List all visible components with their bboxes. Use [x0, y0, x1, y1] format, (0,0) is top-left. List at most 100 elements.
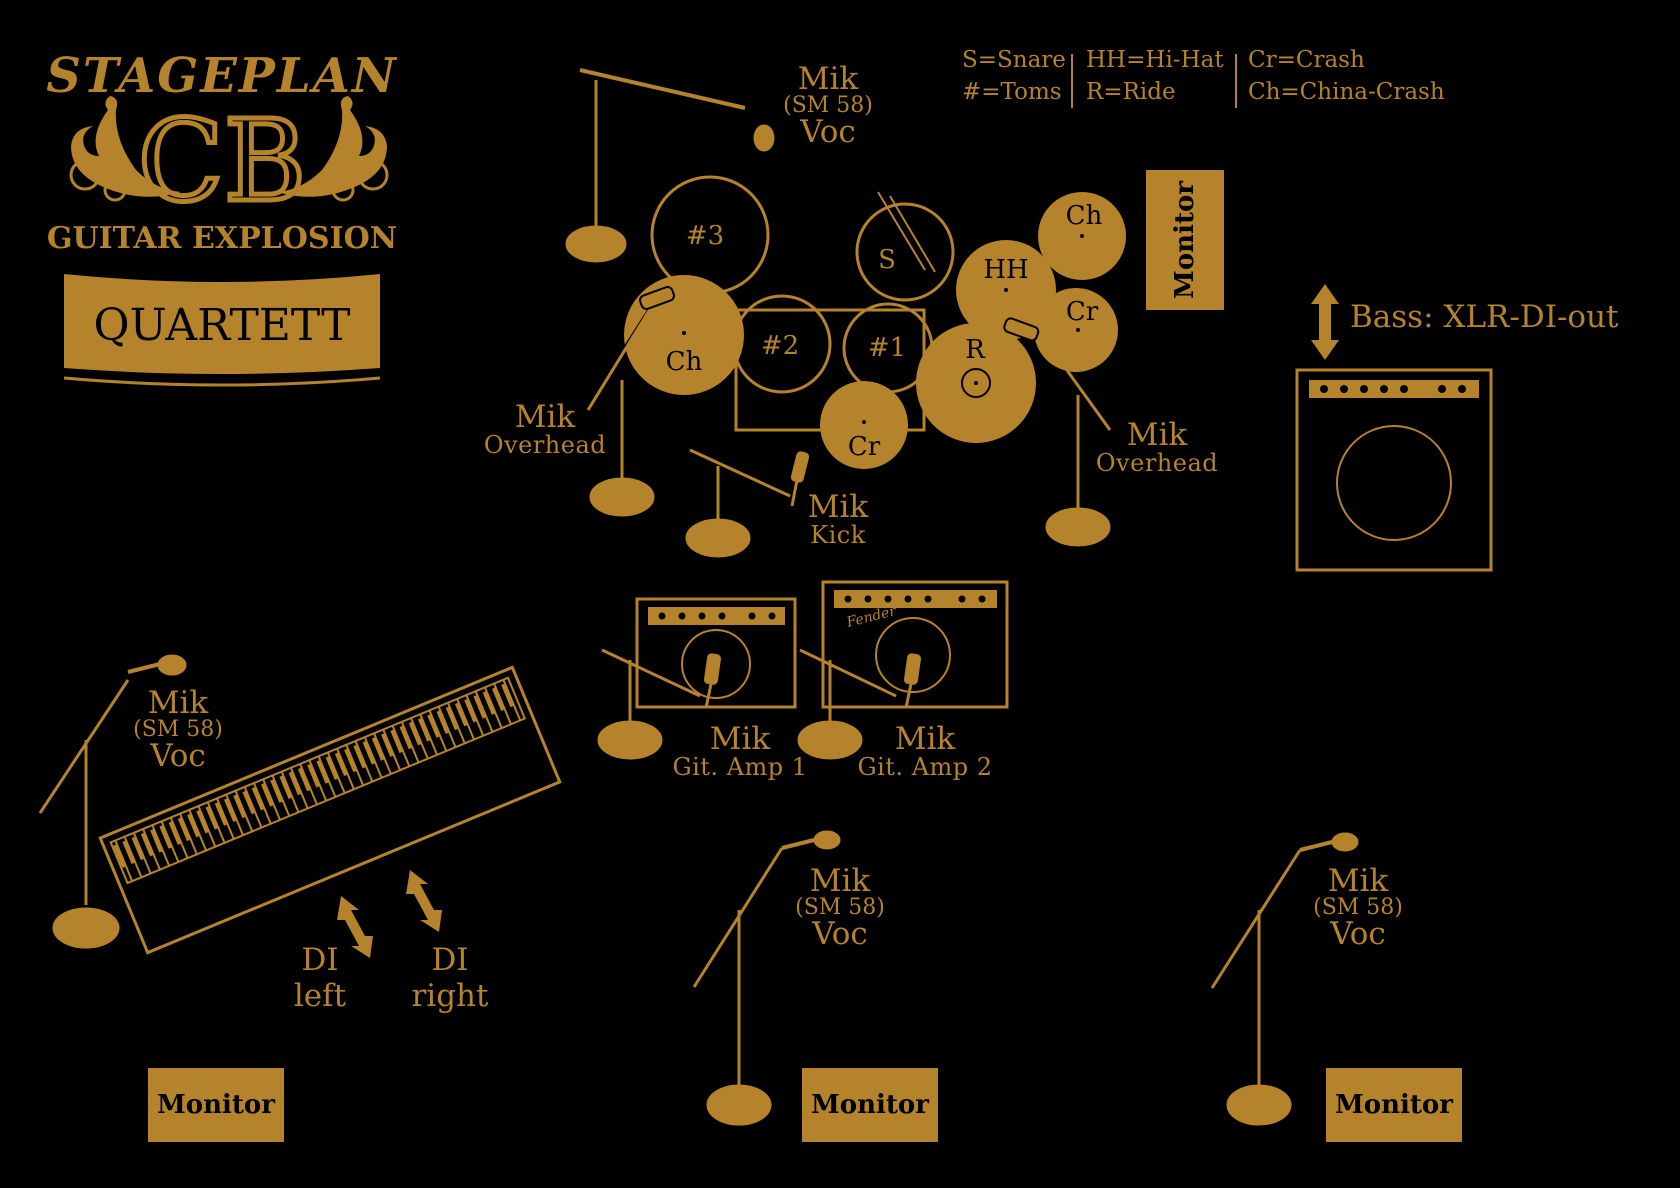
kick-mic-stand: [685, 448, 810, 558]
guitar-amp-2: Fender: [821, 580, 1009, 709]
mik-text: Mik: [807, 489, 869, 525]
drum-voc-mic-stand: [565, 68, 775, 263]
legend-hihat: HH=Hi-Hat: [1086, 47, 1224, 73]
kick-label: Mik Kick: [798, 489, 878, 549]
keyboard-keys: [109, 676, 527, 885]
di-text: DI: [301, 942, 339, 978]
di-side-text: left: [293, 978, 347, 1014]
bass-speaker-icon: [1336, 425, 1452, 541]
monitor-drums[interactable]: Monitor: [1146, 170, 1224, 310]
di-text: DI: [431, 942, 469, 978]
role-text: Overhead: [483, 431, 607, 459]
model-text: (SM 58): [133, 717, 223, 742]
legend-toms: #=Toms: [962, 79, 1062, 105]
overhead-left-mic-icon: [639, 286, 675, 310]
git-amp2-label: Mik Git. Amp 2: [850, 721, 1000, 781]
legend-crash: Cr=Crash: [1248, 47, 1365, 73]
amp2-speaker-icon: [875, 617, 951, 693]
role-text: Git. Amp 2: [857, 753, 993, 781]
svg-text:Cr: Cr: [1066, 297, 1099, 327]
peacock-left-icon: [69, 96, 181, 202]
overhead-right-label: Mik Overhead: [1092, 417, 1222, 477]
legend-divider: [1235, 54, 1237, 108]
svg-text:S: S: [878, 245, 896, 275]
model-text: (SM 58): [783, 93, 873, 118]
drum-voc-label: Mik (SM 58) Voc: [778, 64, 878, 148]
legend-col-2: HH=Hi-Hat R=Ride: [1086, 44, 1224, 108]
monitor-left[interactable]: Monitor: [148, 1068, 284, 1142]
role-text: Voc: [150, 738, 206, 774]
bass-label: Bass: XLR-DI-out: [1350, 299, 1619, 335]
legend-col-1: S=Snare #=Toms: [962, 44, 1066, 108]
center-voc-mic-icon: [813, 830, 841, 850]
svg-text:Ch: Ch: [666, 347, 703, 377]
bass-amp: [1295, 284, 1493, 572]
git-amp2-mic-icon: [903, 653, 922, 685]
svg-text:Ch: Ch: [1066, 201, 1103, 231]
right-voc-mic-stand: [1210, 832, 1359, 1126]
model-text: (SM 58): [1313, 895, 1403, 920]
mik-text: Mik: [1327, 863, 1389, 899]
overhead-left-mic-stand: [584, 286, 675, 517]
svg-text:#2: #2: [761, 331, 799, 361]
legend-ride: R=Ride: [1086, 79, 1176, 105]
mik-text: Mik: [809, 863, 871, 899]
monitor-right-label: Monitor: [1335, 1090, 1453, 1120]
git-amp1-mic-icon: [703, 653, 722, 685]
logo-banner-shape: [64, 274, 380, 374]
bass-amp-cabinet: [1295, 368, 1493, 572]
di-side-text: right: [411, 978, 489, 1014]
mik-text: Mik: [709, 721, 771, 757]
role-text: Overhead: [1095, 449, 1219, 477]
di-right-label: DI right: [400, 942, 500, 1014]
svg-text:#1: #1: [868, 333, 906, 363]
mik-text: Mik: [1126, 417, 1188, 453]
model-text: (SM 58): [795, 895, 885, 920]
role-text: Git. Amp 1: [672, 753, 808, 781]
drum-kit: #3 S #2 #1 Ch Cr HH Ch R Cr: [624, 175, 1126, 469]
bass-arrow-icon: [1311, 284, 1339, 360]
di-left-arrow-icon: [337, 896, 373, 958]
drum-voc-mic-icon: [753, 124, 775, 152]
role-text: Voc: [800, 114, 856, 150]
git-amp1-mic-stand: [597, 648, 722, 760]
logo-subtitle: GUITAR EXPLOSION: [47, 221, 397, 256]
guitar-amp-1: [635, 597, 797, 709]
center-voc-label: Mik (SM 58) Voc: [790, 866, 890, 950]
drumstick-icon: [877, 191, 926, 271]
snare-drum: [855, 202, 955, 302]
overhead-right-mic-icon: [1003, 317, 1040, 342]
logo-monogram: CB: [138, 97, 306, 227]
svg-text:HH: HH: [983, 255, 1028, 285]
mik-text: Mik: [147, 685, 209, 721]
logo-stageplan: STAGEPLAN: [46, 48, 398, 104]
amp1-speaker-icon: [681, 629, 751, 699]
monitor-right[interactable]: Monitor: [1326, 1068, 1462, 1142]
overhead-right-mic-stand: [1003, 317, 1112, 547]
monitor-center-label: Monitor: [811, 1090, 929, 1120]
keys-voc-label: Mik (SM 58) Voc: [128, 688, 228, 772]
role-text: Voc: [812, 916, 868, 952]
mik-text: Mik: [514, 399, 576, 435]
role-text: Kick: [810, 521, 866, 549]
keyboard: [98, 665, 562, 955]
peacock-right-icon: [277, 96, 389, 202]
svg-text:R: R: [965, 335, 986, 365]
right-voc-mic-icon: [1331, 832, 1359, 852]
right-voc-label: Mik (SM 58) Voc: [1308, 866, 1408, 950]
mik-text: Mik: [797, 61, 859, 97]
keys-voc-mic-stand: [38, 654, 187, 949]
mik-text: Mik: [894, 721, 956, 757]
svg-text:Cr: Cr: [848, 432, 881, 462]
center-voc-mic-stand: [692, 830, 841, 1126]
logo: STAGEPLAN CB GUITAR EXPLOSION QUARTETT: [46, 48, 398, 387]
monitor-left-label: Monitor: [157, 1090, 275, 1120]
legend-snare: S=Snare: [962, 47, 1066, 73]
monitor-center[interactable]: Monitor: [802, 1068, 938, 1142]
logo-banner-text: QUARTETT: [94, 300, 351, 351]
svg-text:#3: #3: [686, 221, 724, 251]
role-text: Voc: [1330, 916, 1386, 952]
legend-col-3: Cr=Crash Ch=China-Crash: [1248, 44, 1445, 108]
overhead-left-label: Mik Overhead: [480, 399, 610, 459]
